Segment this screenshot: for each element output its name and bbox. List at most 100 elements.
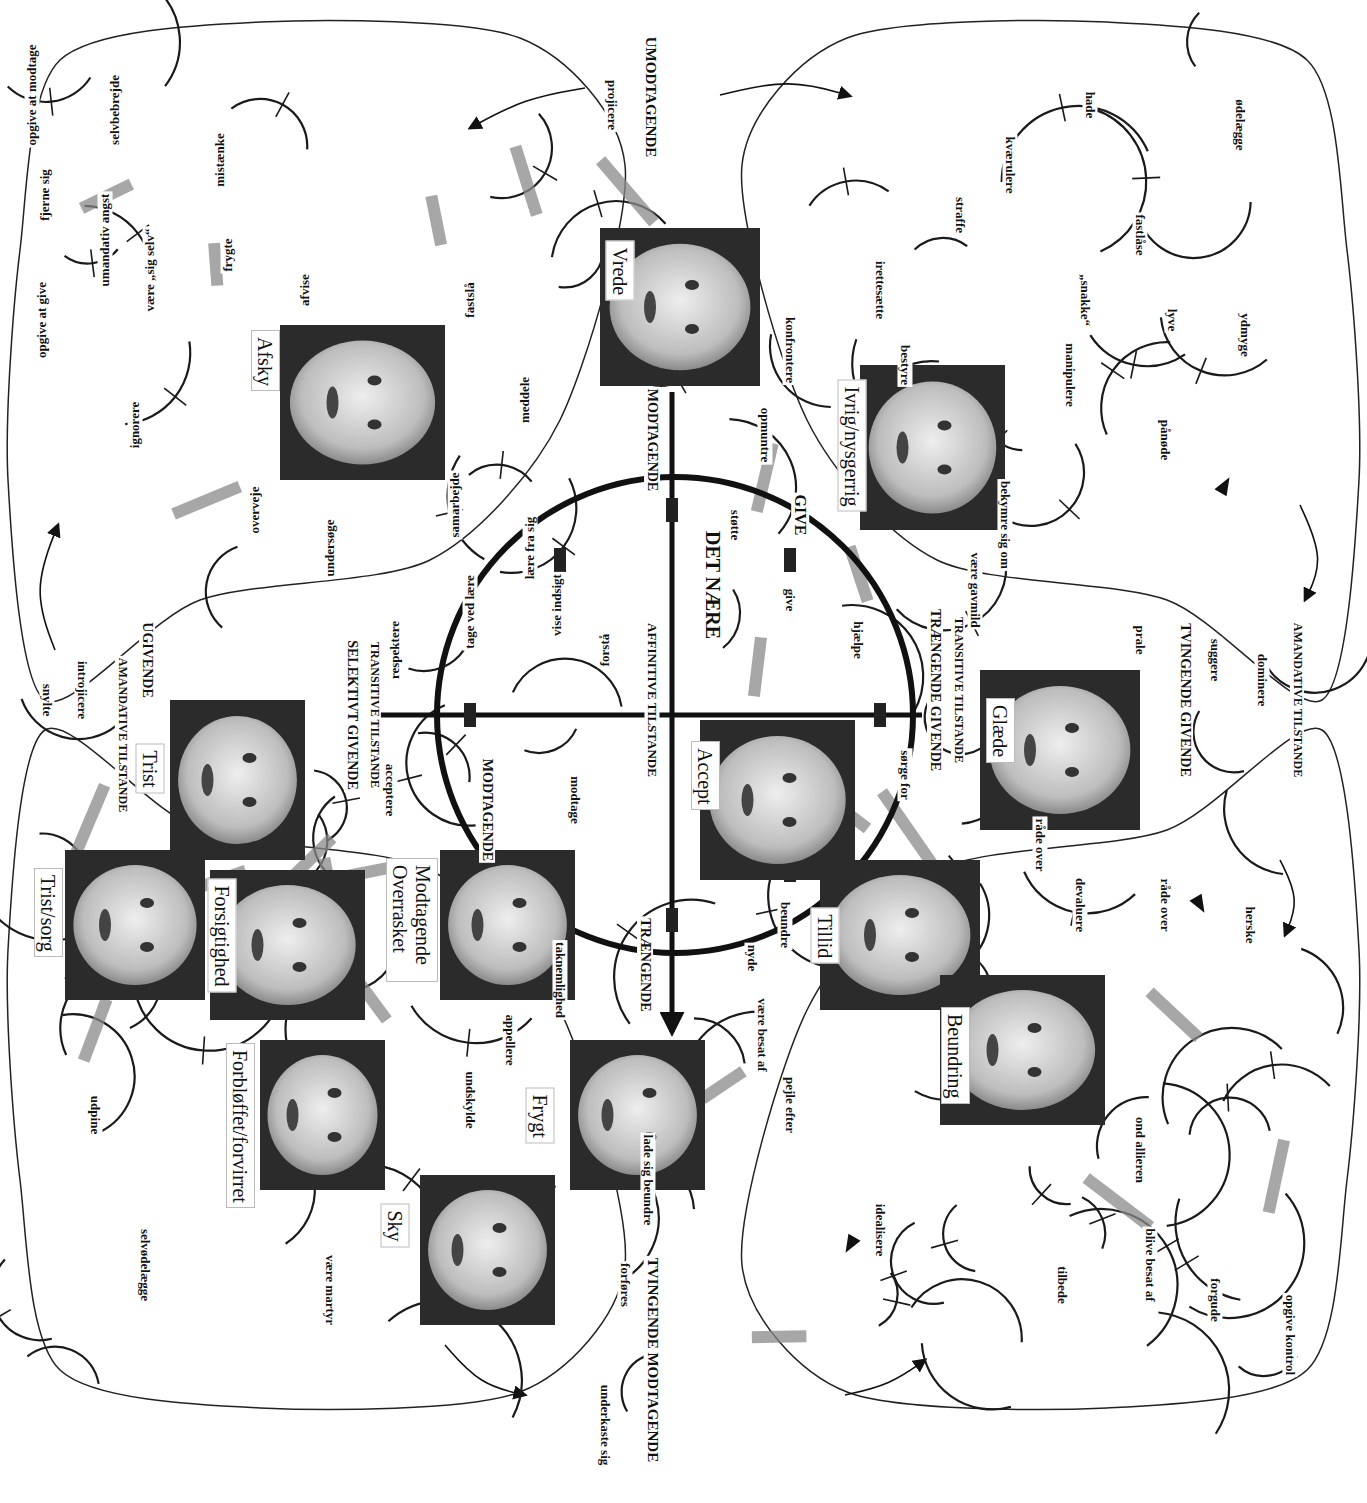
state-word: afvise (298, 272, 313, 308)
grey-smudge (1145, 988, 1202, 1043)
tick-mark (446, 735, 465, 755)
cycle-arrow (1300, 505, 1318, 600)
state-word: tilbede (1055, 1264, 1070, 1306)
state-word: ignorere (128, 400, 143, 450)
face-eye (685, 324, 699, 334)
state-word: meddele (518, 375, 533, 425)
emotion-caption: Trist (136, 743, 165, 793)
face-head (290, 341, 435, 465)
sketch-arc (911, 1279, 1021, 1342)
state-word: ydmyge (1238, 311, 1253, 358)
state-word: mistænke (213, 131, 228, 188)
caption-text: Beundring (943, 1014, 966, 1098)
state-word: devaluere (1073, 876, 1088, 934)
face-mouth (99, 909, 111, 941)
emotion-caption: Accept (691, 741, 720, 810)
face-mouth (327, 387, 339, 419)
face-photo (940, 975, 1105, 1125)
face-eye (905, 908, 919, 918)
sketch-arc (1187, 13, 1199, 67)
grey-smudge (699, 1066, 747, 1103)
tick-mark (1175, 1256, 1199, 1270)
sketch-arc (1224, 790, 1283, 874)
face-photo (860, 365, 1005, 530)
state-word: samarbejde (448, 471, 463, 540)
state-word: TRANSITIVE TILSTANDE (951, 615, 965, 765)
state-word: undersøge (323, 517, 338, 578)
state-word: være besat af (755, 996, 770, 1073)
grey-smudge (596, 156, 659, 226)
state-word: TVINGENDE MODTAGENDE (643, 1256, 660, 1464)
sketch-arc (1030, 1166, 1071, 1204)
state-word: AFFINITIVE TILSTANDE (645, 621, 660, 779)
sketch-arc (891, 1223, 944, 1304)
tick-mark (91, 249, 94, 277)
emotion-caption: Glæde (986, 698, 1015, 763)
face-mouth (287, 1099, 299, 1131)
tick-mark (276, 92, 289, 117)
tick-mark (1032, 1184, 1051, 1205)
tick-mark (533, 166, 557, 180)
sketch-arc (1090, 335, 1185, 366)
face-photo (260, 1040, 385, 1190)
face-eye (1028, 1067, 1042, 1077)
caption-text: Glæde (988, 705, 1011, 757)
face-mouth (864, 919, 876, 951)
vertical-axis (670, 392, 675, 1032)
face-eye (643, 1088, 657, 1098)
state-word: vise indsigt (550, 572, 565, 638)
state-word: råde over (1158, 876, 1173, 933)
sketch-arc (943, 1205, 975, 1271)
state-word: UGIVENDE (139, 620, 155, 699)
sketch-arc (500, 478, 576, 573)
face-mouth (1024, 734, 1036, 766)
photo-frame (280, 325, 445, 480)
state-word: lade sig beundre (641, 1133, 656, 1228)
face-head (178, 716, 297, 844)
photo-frame (940, 975, 1105, 1125)
tick-mark (500, 451, 503, 479)
face-head (219, 885, 355, 1005)
tick-mark (1089, 1214, 1115, 1224)
state-word: forgude (1208, 1276, 1223, 1323)
emotion-caption: Forsigtighed (208, 878, 237, 992)
state-word: acceptere (383, 762, 398, 818)
state-word: råde over (1033, 816, 1048, 873)
face-eye (368, 376, 382, 386)
state-word: selvbebrejde (108, 73, 123, 147)
face-eye (140, 942, 154, 952)
sketch-arc (22, 699, 117, 739)
state-word: opgive at modtage (25, 42, 40, 147)
photo-frame (980, 670, 1140, 830)
face-mouth (452, 1234, 464, 1266)
sketch-arc (448, 456, 485, 560)
face-mouth (644, 291, 656, 323)
sketch-arc (1301, 949, 1343, 1034)
state-word: respektere (388, 619, 403, 681)
state-word: suggere (1208, 637, 1223, 683)
face-head (869, 382, 997, 514)
grey-smudge (752, 1330, 807, 1343)
sketch-arc (0, 1260, 52, 1341)
face-eye (1028, 1023, 1042, 1033)
face-mouth (987, 1034, 999, 1066)
photo-frame (600, 228, 760, 386)
tick-mark (50, 88, 53, 116)
arrow-head (839, 1234, 860, 1257)
sketch-arc (8, 77, 91, 102)
center-marker (666, 908, 678, 932)
sketch-arc (1163, 1028, 1282, 1124)
tick-mark (203, 1037, 205, 1065)
caption-text: Afsky (253, 337, 276, 386)
state-word: fastlåse (1133, 212, 1148, 257)
state-word: fastslå (463, 280, 478, 319)
tick-mark (883, 1299, 910, 1305)
center-marker (666, 498, 678, 522)
emotion-caption: Afsky (251, 330, 280, 391)
state-word: MODTAGENDE (644, 387, 660, 493)
center-marker (554, 548, 566, 572)
grey-smudge (1263, 1139, 1290, 1214)
sketch-arc (27, 1347, 98, 1384)
state-word: TRANSITIVE TILSTANDE (367, 640, 381, 790)
state-word: GIVE (791, 493, 809, 538)
